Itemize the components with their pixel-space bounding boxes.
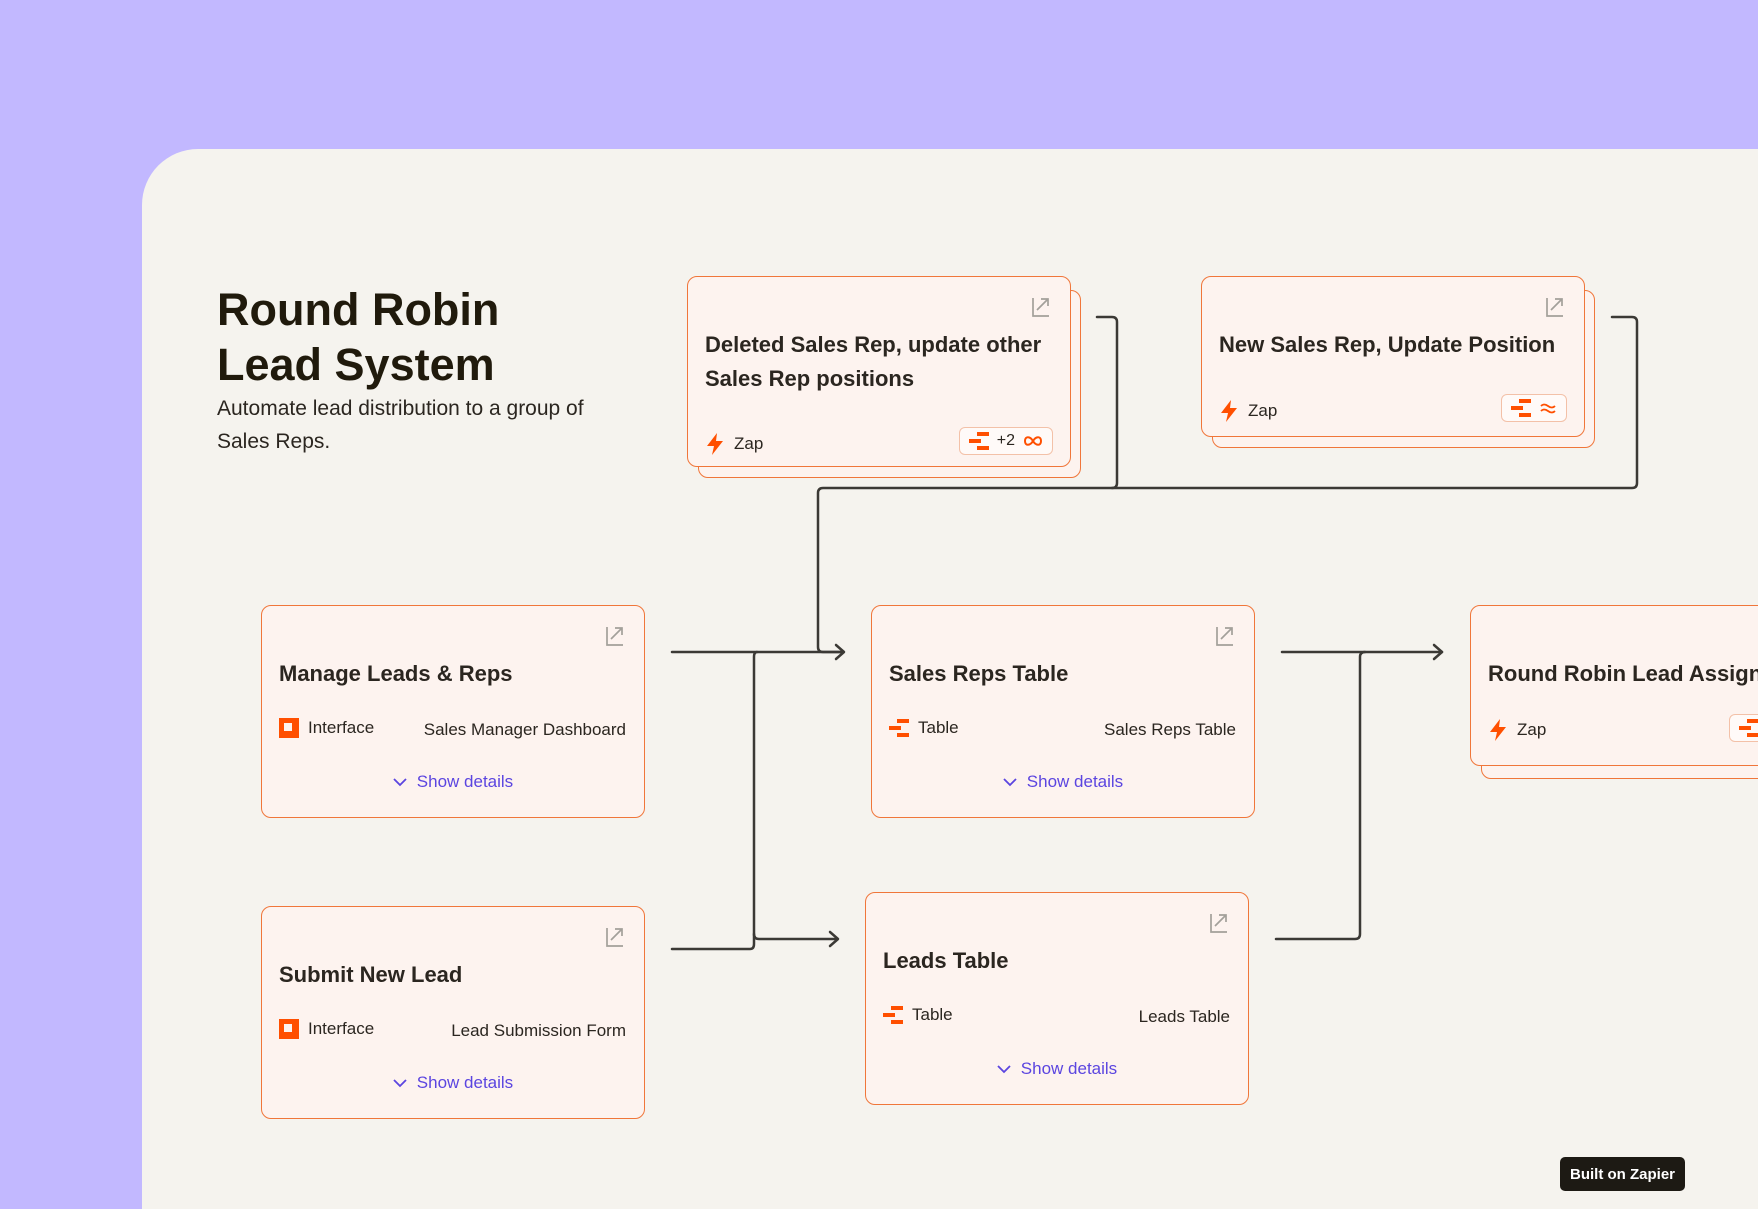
connected-apps[interactable] bbox=[1729, 714, 1758, 742]
step-type: Zap bbox=[1219, 399, 1277, 423]
chevron-down-icon bbox=[393, 777, 407, 786]
built-on-badge[interactable]: Built on Zapier bbox=[1560, 1157, 1685, 1191]
formatter-icon bbox=[1540, 403, 1556, 414]
table-icon bbox=[1511, 399, 1531, 417]
arrowhead-leads-table bbox=[828, 930, 840, 948]
step-resource: Lead Submission Form bbox=[451, 1021, 626, 1040]
connector-leads-to-rr bbox=[1274, 650, 1367, 941]
step-title: Deleted Sales Rep, update other Sales Re… bbox=[705, 332, 1042, 391]
table-icon bbox=[889, 719, 909, 737]
step-type: Zap bbox=[705, 432, 763, 456]
lightning-icon bbox=[1221, 400, 1237, 422]
arrowhead-round-robin bbox=[1432, 643, 1444, 661]
step-title: New Sales Rep, Update Position bbox=[1219, 332, 1556, 357]
external-link-icon[interactable] bbox=[602, 925, 626, 949]
chevron-down-icon bbox=[1003, 777, 1017, 786]
interface-icon bbox=[279, 1019, 299, 1039]
step-card-new-rep[interactable]: New Sales Rep, Update Position Zap bbox=[1201, 276, 1585, 437]
external-link-icon[interactable] bbox=[602, 624, 626, 648]
external-link-icon[interactable] bbox=[1028, 295, 1052, 319]
step-card-leads-table[interactable]: Leads Table Table Leads Table Show detai… bbox=[865, 892, 1249, 1105]
external-link-icon[interactable] bbox=[1212, 624, 1236, 648]
step-type: Zap bbox=[1488, 718, 1546, 742]
connector-new-rep bbox=[1110, 315, 1639, 490]
show-details-button[interactable]: Show details bbox=[872, 772, 1254, 792]
step-card-submit[interactable]: Submit New Lead Interface Lead Submissio… bbox=[261, 906, 645, 1119]
step-resource: Sales Reps Table bbox=[1104, 720, 1236, 739]
step-type: Table bbox=[883, 1005, 953, 1025]
connector-submit bbox=[670, 932, 756, 951]
interface-icon bbox=[279, 718, 299, 738]
workflow-canvas: Round Robin Lead System Automate lead di… bbox=[142, 149, 1758, 1209]
connector-lines bbox=[670, 315, 1639, 951]
step-card-sales-table[interactable]: Sales Reps Table Table Sales Reps Table … bbox=[871, 605, 1255, 818]
step-type: Table bbox=[889, 718, 959, 738]
step-card-deleted-rep[interactable]: Deleted Sales Rep, update other Sales Re… bbox=[687, 276, 1071, 467]
step-type: Interface bbox=[279, 718, 374, 738]
external-link-icon[interactable] bbox=[1206, 911, 1230, 935]
connector-manage-to-leads bbox=[752, 650, 839, 941]
step-title: Submit New Lead bbox=[279, 962, 463, 987]
chevron-down-icon bbox=[997, 1064, 1011, 1073]
step-title: Round Robin Lead Assignment bbox=[1488, 661, 1758, 686]
external-link-icon[interactable] bbox=[1542, 295, 1566, 319]
table-icon bbox=[968, 432, 989, 450]
show-details-button[interactable]: Show details bbox=[866, 1059, 1248, 1079]
step-resource: Sales Manager Dashboard bbox=[423, 720, 626, 739]
step-type: Interface bbox=[279, 1019, 374, 1039]
step-card-round-robin[interactable]: Round Robin Lead Assignment Zap bbox=[1470, 605, 1758, 766]
show-details-button[interactable]: Show details bbox=[262, 772, 644, 792]
table-icon bbox=[1739, 719, 1758, 737]
apps-extra-count: +2 bbox=[996, 432, 1015, 449]
page-description: Automate lead distribution to a group of… bbox=[217, 397, 584, 453]
chevron-down-icon bbox=[393, 1078, 407, 1087]
connected-apps[interactable]: +2 bbox=[958, 427, 1053, 455]
step-title: Leads Table bbox=[883, 948, 1009, 973]
step-resource: Leads Table bbox=[1138, 1007, 1230, 1026]
table-icon bbox=[883, 1006, 903, 1024]
page-title: Round Robin Lead System bbox=[217, 284, 500, 390]
show-details-button[interactable]: Show details bbox=[262, 1073, 644, 1093]
connector-deleted-rep bbox=[816, 315, 1119, 654]
loop-icon bbox=[1023, 436, 1043, 446]
step-title: Manage Leads & Reps bbox=[279, 661, 513, 686]
lightning-icon bbox=[1490, 719, 1506, 741]
step-title: Sales Reps Table bbox=[889, 661, 1069, 686]
step-card-manage[interactable]: Manage Leads & Reps Interface Sales Mana… bbox=[261, 605, 645, 818]
arrowhead-sales-table bbox=[834, 643, 846, 661]
lightning-icon bbox=[707, 433, 723, 455]
connected-apps[interactable] bbox=[1501, 394, 1567, 422]
